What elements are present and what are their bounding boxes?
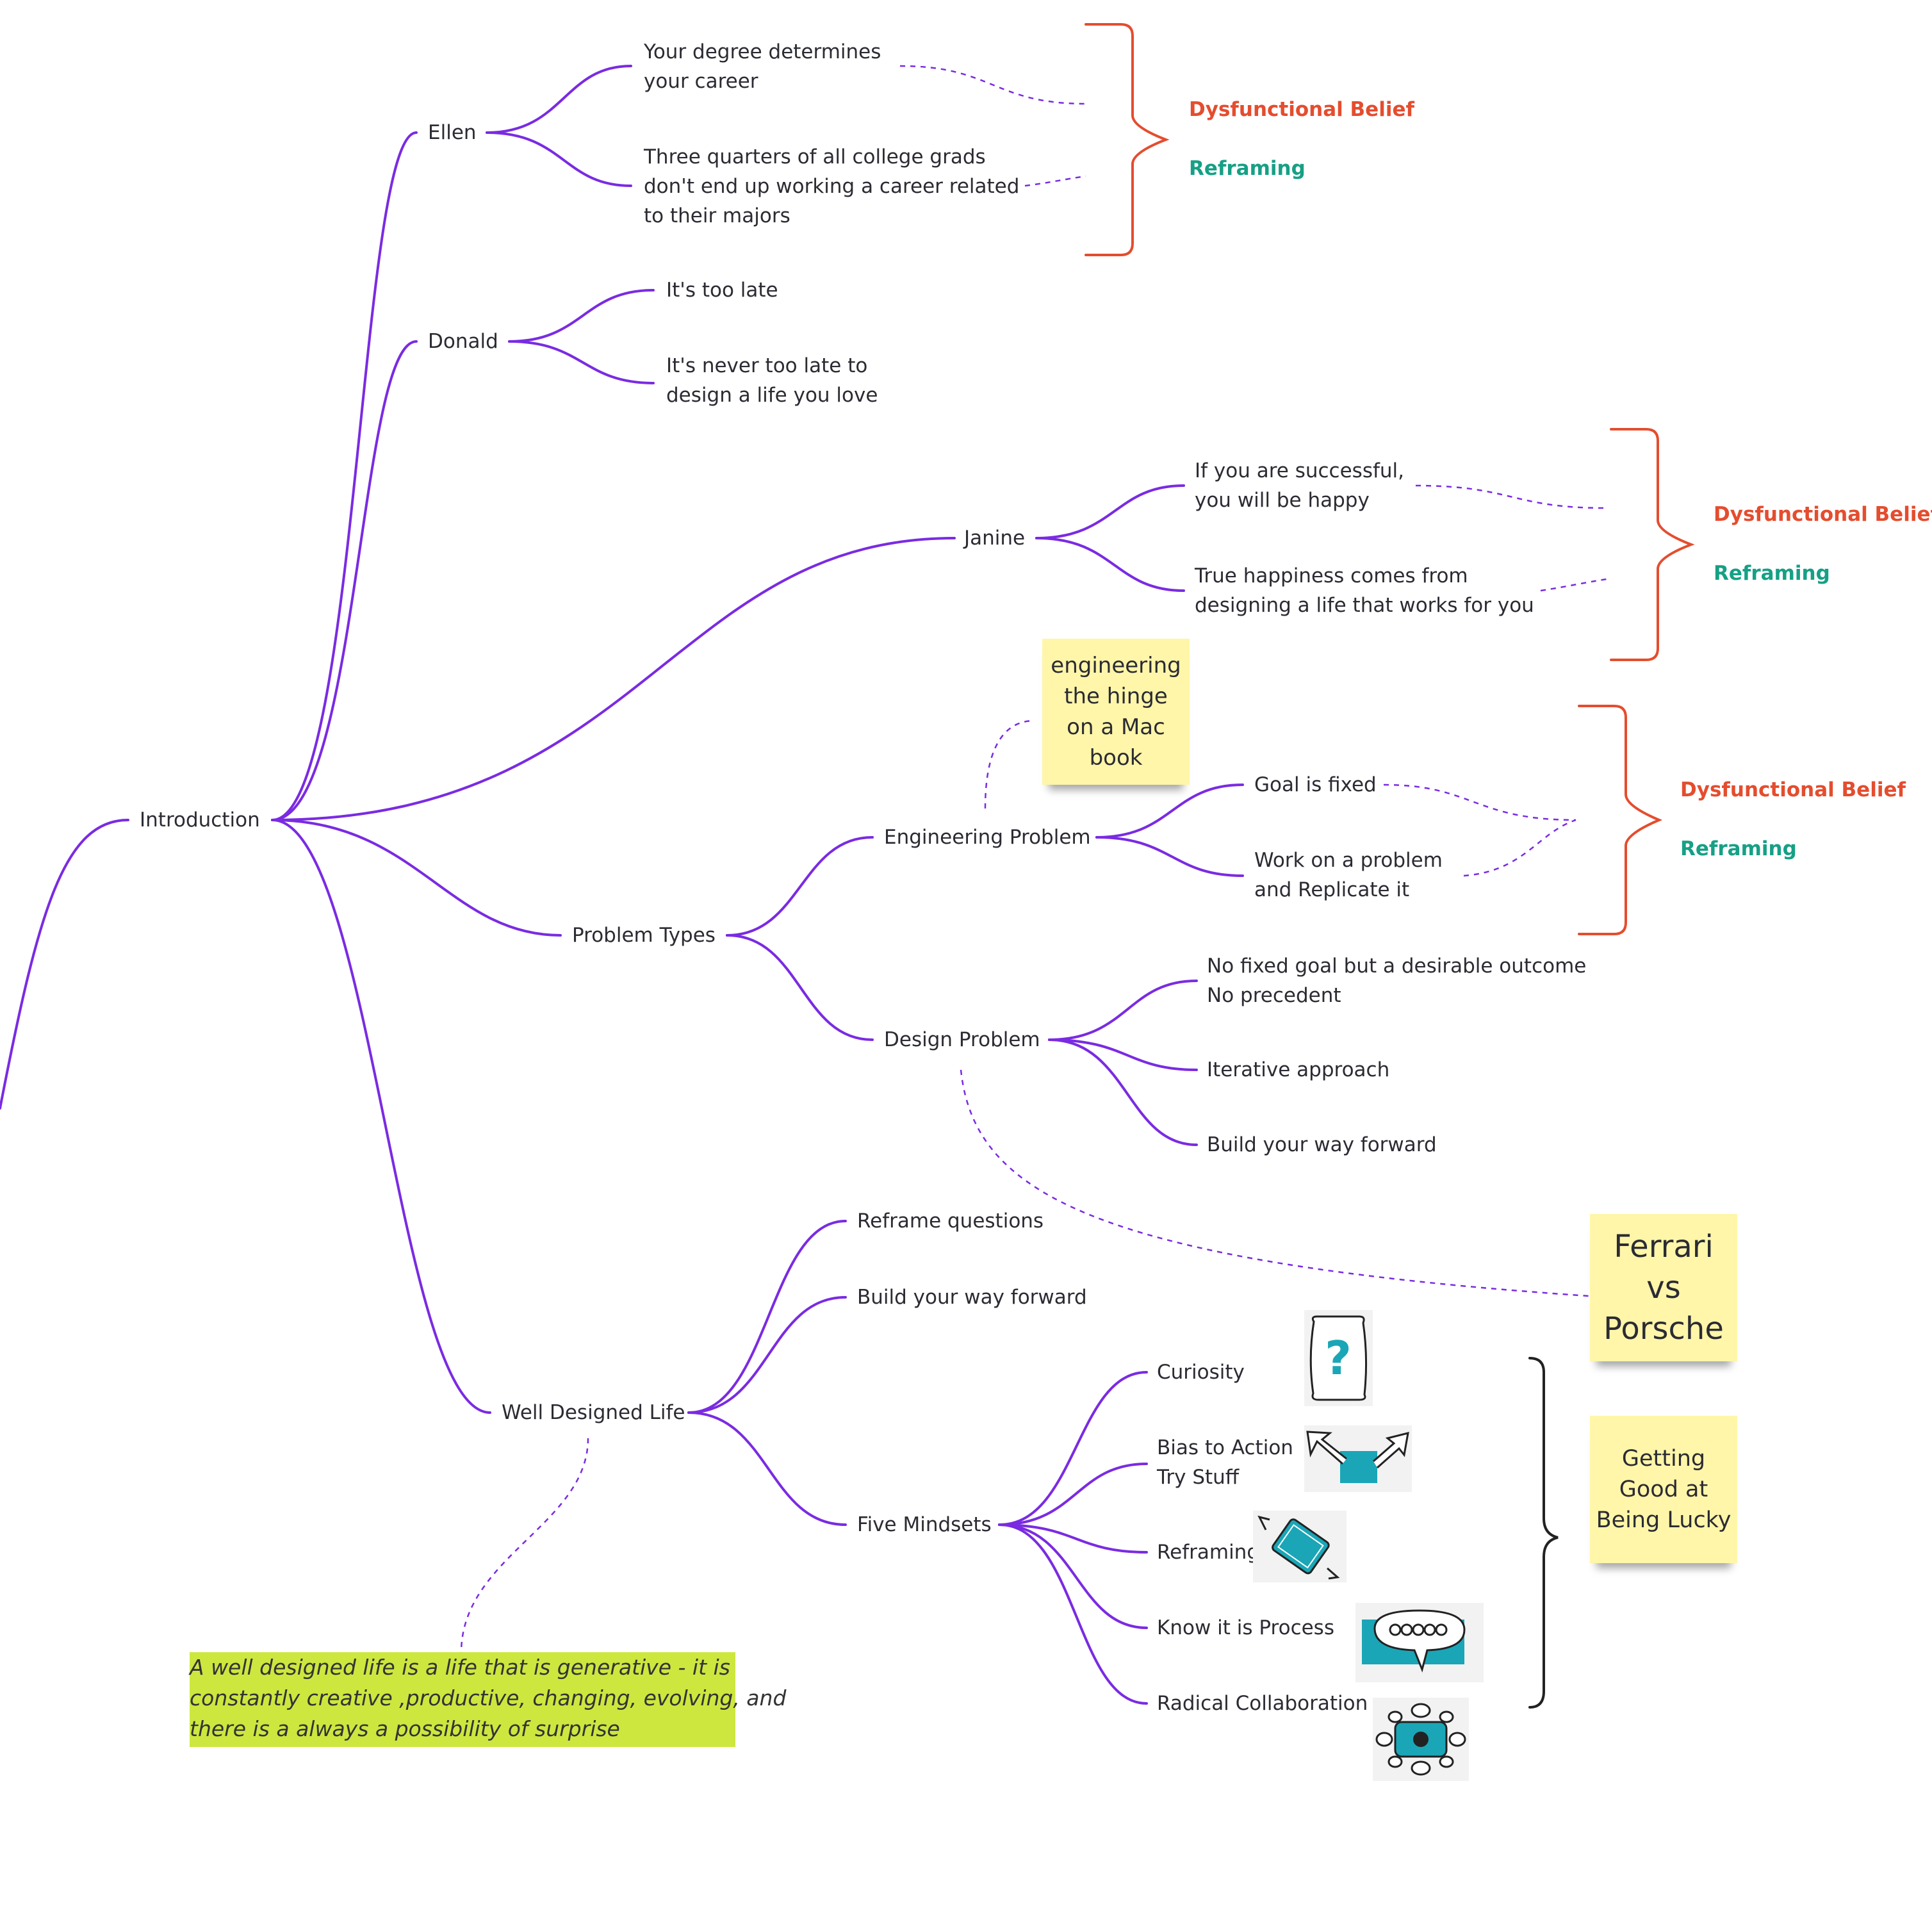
node-goal-fixed[interactable]: Goal is fixed xyxy=(1254,773,1377,796)
node-no-fixed-goal[interactable]: No fixed goal but a desirable outcome No… xyxy=(1207,955,1587,1007)
bracket-ellen xyxy=(1085,23,1170,256)
label-reframing: Reframing xyxy=(1680,837,1797,860)
node-ellen-reframe[interactable]: Three quarters of all college grads don'… xyxy=(644,145,1020,227)
node-problem-types[interactable]: Problem Types xyxy=(572,924,716,947)
node-well-designed-life[interactable]: Well Designed Life xyxy=(502,1401,685,1424)
node-reframe-questions[interactable]: Reframe questions xyxy=(857,1210,1044,1233)
node-engineering-problem[interactable]: Engineering Problem xyxy=(884,826,1091,849)
connector-janine xyxy=(271,537,956,821)
sticky-ferrari[interactable]: Ferrari vs Porsche xyxy=(1590,1214,1737,1361)
node-radical-collab[interactable]: Radical Collaboration xyxy=(1157,1692,1368,1715)
node-curiosity[interactable]: Curiosity xyxy=(1157,1361,1245,1384)
node-know-process[interactable]: Know it is Process xyxy=(1157,1616,1334,1639)
arrows-action-icon xyxy=(1304,1425,1412,1492)
node-introduction[interactable]: Introduction xyxy=(140,808,260,832)
label-reframing: Reframing xyxy=(1189,157,1306,180)
bracket-engineering xyxy=(1578,705,1663,935)
connector-root xyxy=(0,819,129,1110)
node-ellen[interactable]: Ellen xyxy=(428,121,477,144)
reframe-pad-icon xyxy=(1253,1511,1347,1582)
node-five-mindsets[interactable]: Five Mindsets xyxy=(857,1513,992,1536)
node-donald-belief[interactable]: It's too late xyxy=(666,279,778,302)
note-well-designed-life[interactable]: A well designed life is a life that is g… xyxy=(190,1652,786,1747)
node-ellen-belief[interactable]: Your degree determines your career xyxy=(644,40,881,93)
svg-text:?: ? xyxy=(1325,1331,1352,1385)
connector-ellen xyxy=(271,131,418,821)
node-design-problem[interactable]: Design Problem xyxy=(884,1028,1040,1051)
sticky-lucky[interactable]: Getting Good at Being Lucky xyxy=(1590,1416,1737,1563)
node-donald[interactable]: Donald xyxy=(428,330,498,353)
node-janine[interactable]: Janine xyxy=(964,527,1026,550)
connector-well-designed-life xyxy=(271,819,491,1414)
node-donald-reframe[interactable]: It's never too late to design a life you… xyxy=(666,354,878,407)
connector-problem-types xyxy=(271,819,562,937)
node-build-forward-2[interactable]: Build your way forward xyxy=(857,1286,1087,1309)
node-janine-reframe[interactable]: True happiness comes from designing a li… xyxy=(1195,564,1534,617)
label-dysfunctional-belief: Dysfunctional Belief xyxy=(1189,98,1414,121)
question-bag-icon: ? xyxy=(1304,1310,1373,1406)
node-iterative[interactable]: Iterative approach xyxy=(1207,1058,1390,1081)
node-bias-to-action[interactable]: Bias to Action Try Stuff xyxy=(1157,1436,1293,1489)
node-work-problem[interactable]: Work on a problem and Replicate it xyxy=(1254,849,1443,901)
label-dysfunctional-belief: Dysfunctional Belief xyxy=(1680,778,1906,801)
label-reframing: Reframing xyxy=(1714,562,1830,585)
label-dysfunctional-belief: Dysfunctional Belief xyxy=(1714,503,1932,526)
sticky-hinge[interactable]: engineering the hinge on a Mac book xyxy=(1042,639,1190,785)
bracket-mindsets xyxy=(1528,1357,1559,1709)
node-reframing[interactable]: Reframing xyxy=(1157,1541,1260,1564)
collaboration-table-icon xyxy=(1373,1698,1469,1781)
speech-bubble-icon xyxy=(1355,1603,1484,1682)
bracket-janine xyxy=(1610,428,1695,661)
node-janine-belief[interactable]: If you are successful, you will be happy xyxy=(1195,459,1404,512)
connector-donald xyxy=(271,340,418,821)
node-build-forward-1[interactable]: Build your way forward xyxy=(1207,1133,1437,1156)
